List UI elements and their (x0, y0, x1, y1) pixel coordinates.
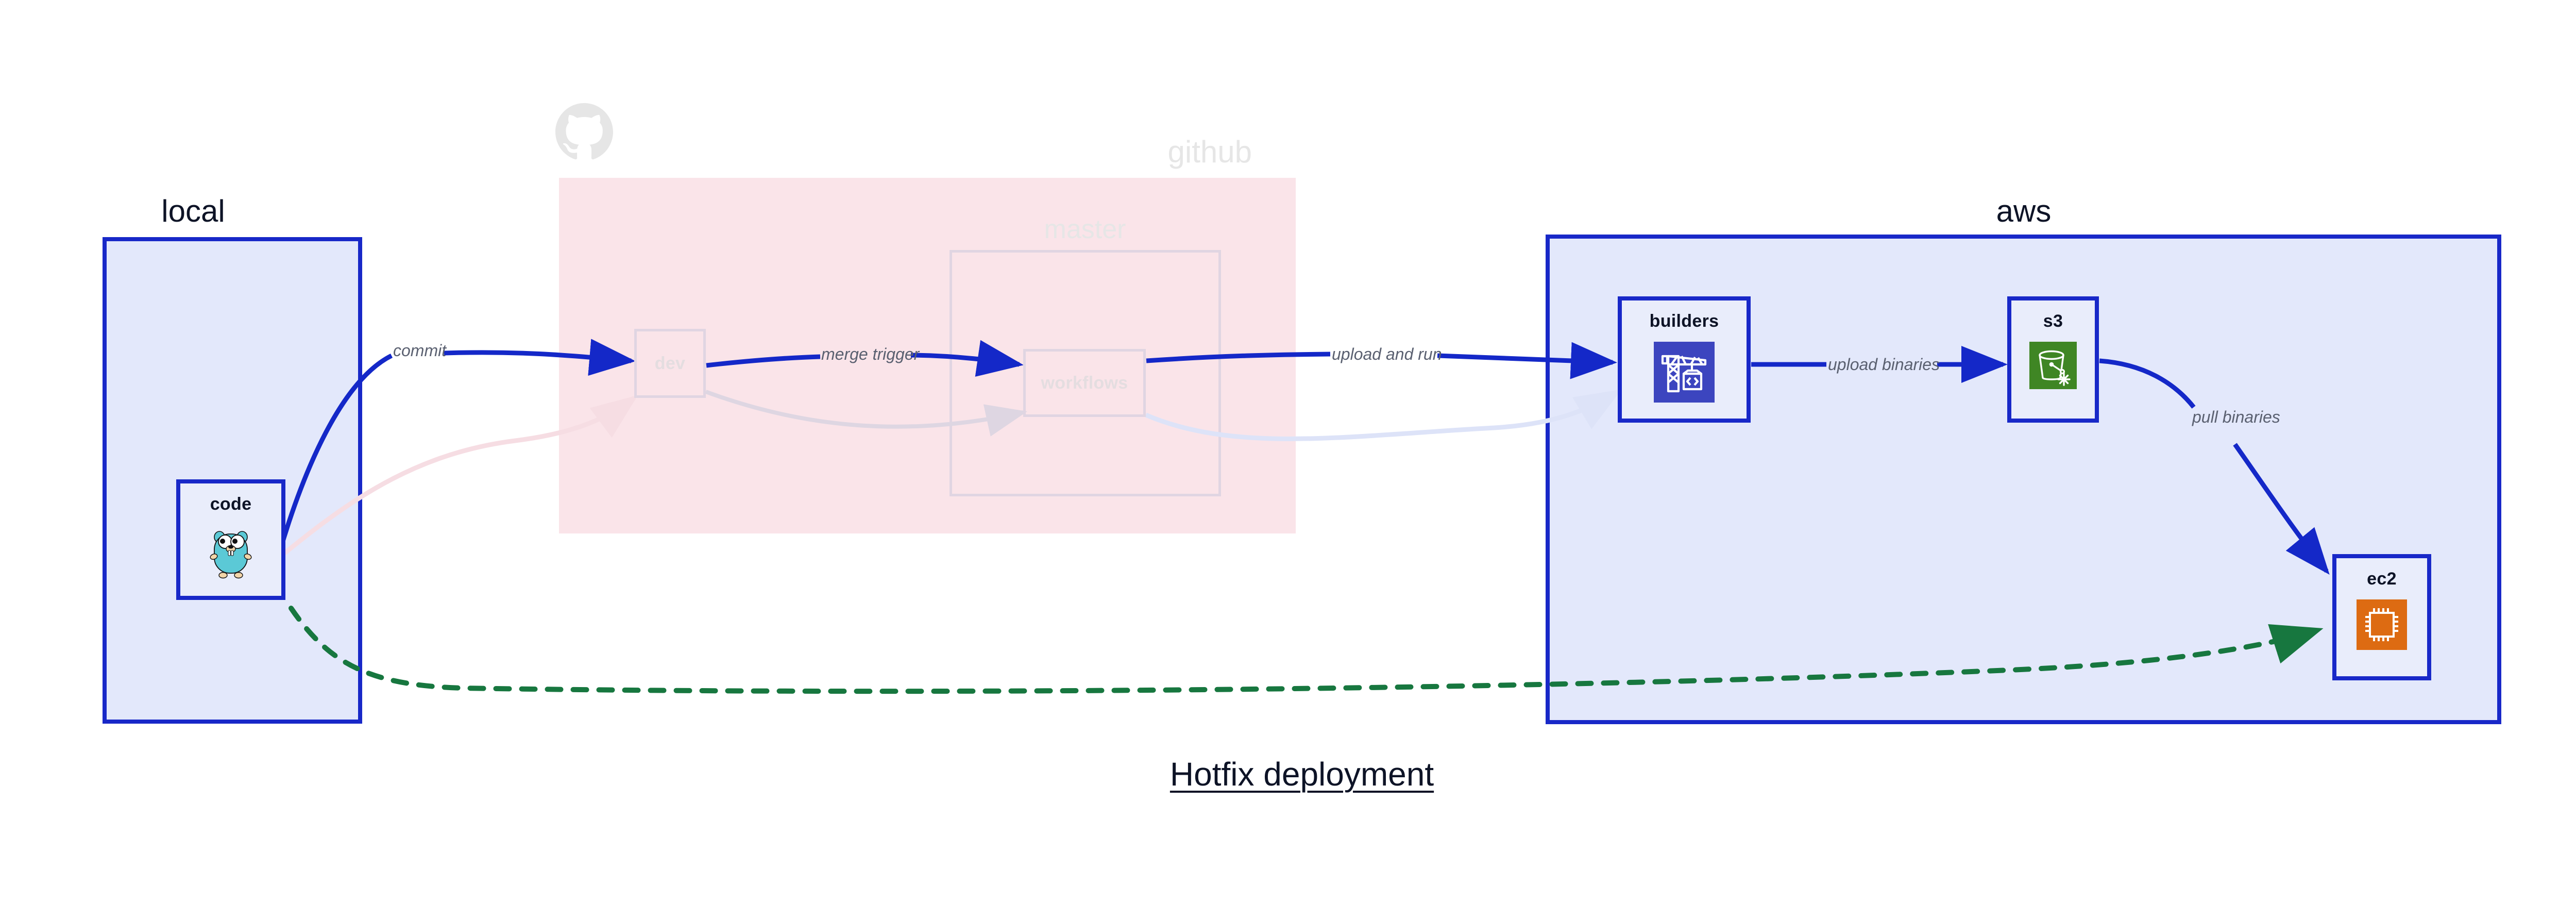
github-master-label: master (1044, 214, 1126, 244)
node-s3[interactable]: s3 (2007, 296, 2099, 423)
group-github-label: github (1167, 135, 1252, 169)
node-workflows[interactable]: workflows (1023, 349, 1146, 417)
aws-codebuild-crane-icon (1654, 342, 1715, 405)
node-dev[interactable]: dev (634, 329, 706, 398)
page-title: Hotfix deployment (1170, 756, 1434, 793)
node-s3-label: s3 (2043, 311, 2063, 331)
github-octocat-icon (555, 103, 613, 160)
edge-label-commit: commit (393, 341, 447, 360)
edge-label-pull-binaries: pull binaries (2192, 408, 2280, 426)
node-workflows-label: workflows (1041, 373, 1128, 393)
group-local-label: local (161, 194, 225, 228)
go-gopher-icon (210, 525, 252, 582)
edge-label-upload-binaries: upload binaries (1828, 355, 1940, 374)
group-aws-label: aws (1996, 194, 2052, 228)
aws-s3-bucket-icon (2029, 342, 2077, 392)
node-ec2[interactable]: ec2 (2332, 554, 2431, 680)
node-builders[interactable]: builders (1618, 296, 1751, 423)
edge-label-upload-and-run: upload and run (1332, 345, 1442, 363)
node-code[interactable]: code (176, 479, 285, 600)
github-master-box (950, 250, 1221, 496)
node-code-label: code (210, 494, 252, 514)
edge-label-merge-trigger: merge trigger (821, 345, 920, 363)
node-builders-label: builders (1649, 311, 1719, 331)
aws-ec2-chip-icon (2357, 599, 2407, 653)
node-dev-label: dev (654, 354, 686, 373)
node-ec2-label: ec2 (2367, 569, 2397, 589)
